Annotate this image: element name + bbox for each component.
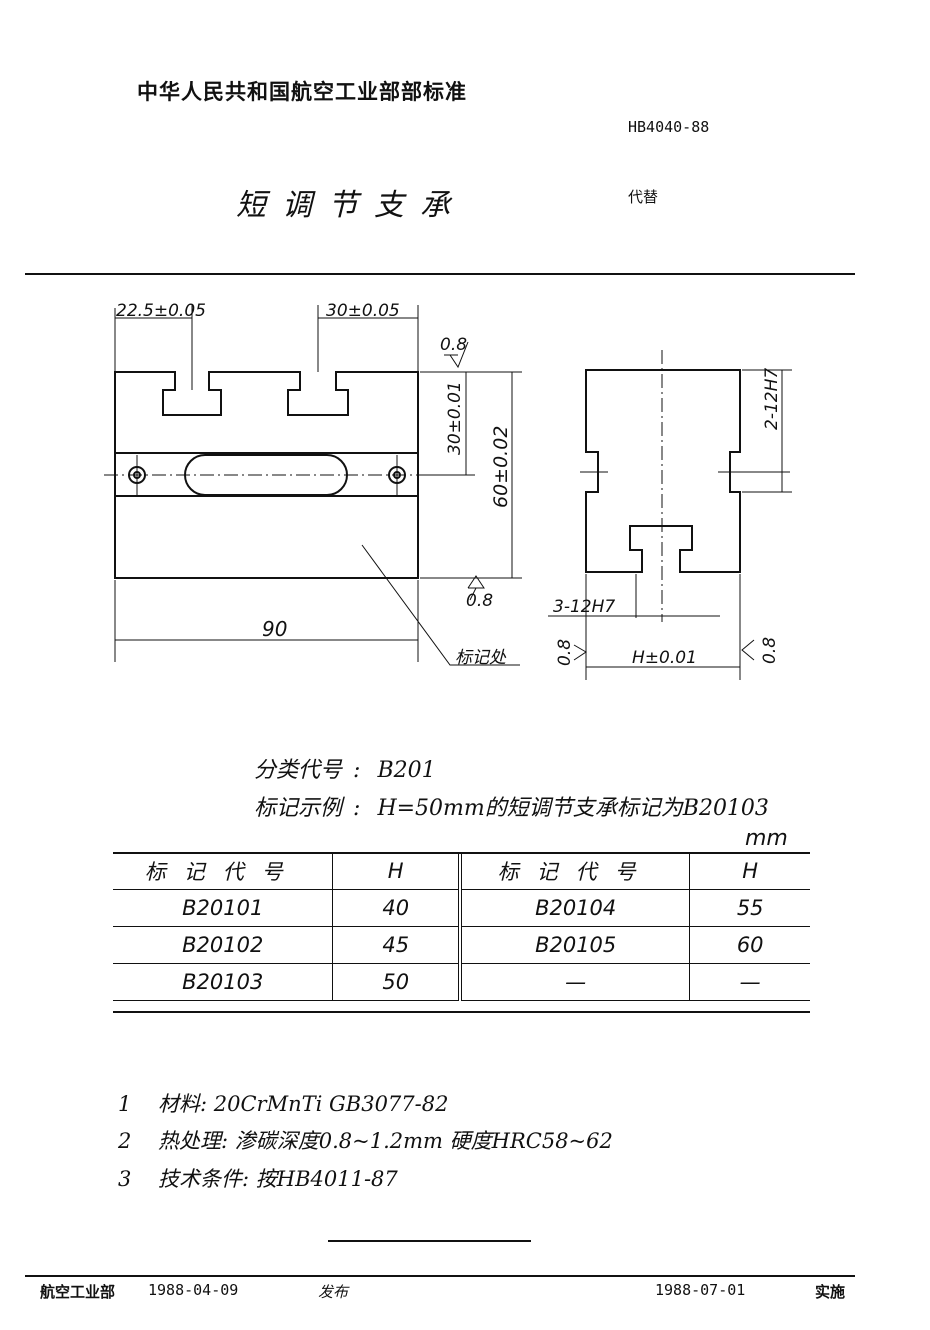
note-item: 1 材料: 20CrMnTi GB3077-82 (118, 1088, 448, 1118)
col-header-h: H (689, 853, 810, 890)
table-row: B20102 45 B20105 60 (113, 926, 810, 964)
dim-width: 90 (262, 617, 287, 641)
cell-mark: B20105 (459, 926, 691, 964)
header-rule (25, 273, 855, 275)
replaces-label: 代替 (628, 188, 659, 206)
unit-label: mm (745, 826, 788, 851)
note-item: 2 热处理: 渗碳深度0.8~1.2mm 硬度HRC58~62 (118, 1125, 613, 1155)
table-row: B20103 50 — — (113, 963, 810, 1001)
side-dimensions (548, 350, 792, 680)
dim-total-height: 60±0.02 (490, 426, 512, 508)
rough-bottom-value: 0.8 (466, 591, 493, 611)
note-item: 3 技术条件: 按HB4011-87 (118, 1163, 398, 1193)
dim-h: H±0.01 (632, 648, 697, 668)
cell-mark: B20102 (113, 926, 334, 964)
note-number: 2 (118, 1129, 132, 1153)
cell-h: 55 (689, 889, 810, 927)
dim-slot-height: 30±0.01 (445, 381, 465, 455)
marking-label: 标记示例 (254, 796, 343, 821)
cell-h: 60 (689, 926, 810, 964)
rough-right-value: 0.8 (760, 637, 780, 664)
end-rule (328, 1240, 531, 1242)
rough-left-value: 0.8 (555, 639, 575, 666)
col-header-mark: 标记代号 (459, 853, 691, 890)
document-title: 短调节支承 (236, 188, 466, 223)
side-view (585, 369, 741, 573)
table-bottom-rule (113, 1011, 810, 1013)
technical-drawing: 22.5±0.05 30±0.05 0.8 0.8 90 标记处 30±0.01… (104, 301, 792, 680)
rough-top-value: 0.8 (440, 335, 467, 355)
footer-effective-date: 1988-07-01 (655, 1281, 746, 1299)
bottom-hole-spec: 3-12H7 (553, 597, 615, 617)
table-row: B20101 40 B20104 55 (113, 889, 810, 927)
note-number: 1 (118, 1092, 132, 1116)
classification-label: 分类代号 (254, 758, 343, 783)
cell-h: 40 (332, 889, 462, 927)
classification-value: B201 (377, 758, 436, 783)
front-dimensions (104, 305, 522, 666)
table-header-row: 标记代号 H 标记代号 H (113, 853, 810, 890)
footer-issue-label: 发布 (318, 1283, 349, 1301)
standard-code: HB4040-88 (628, 118, 710, 136)
mark-location-note: 标记处 (455, 648, 507, 668)
cell-mark: B20104 (459, 889, 691, 927)
side-outline (585, 369, 741, 573)
footer-effective-label: 实施 (815, 1283, 846, 1301)
cell-mark: B20101 (113, 889, 334, 927)
note-number: 3 (118, 1167, 132, 1191)
col-header-h: H (332, 853, 462, 890)
note-text: 技术条件: 按HB4011-87 (158, 1167, 398, 1191)
standard-organization: 中华人民共和国航空工业部部标准 (137, 80, 467, 104)
dim-left-offset: 22.5±0.05 (116, 301, 206, 321)
marking-example-line: 标记示例 : H=50mm的短调节支承标记为B20103 (254, 790, 769, 822)
dim-right-offset: 30±0.05 (326, 301, 400, 321)
footer-issuer: 航空工业部 (40, 1283, 116, 1301)
note-text: 材料: 20CrMnTi GB3077-82 (158, 1092, 449, 1116)
note-text: 热处理: 渗碳深度0.8~1.2mm 硬度HRC58~62 (158, 1129, 613, 1153)
cell-h: 45 (332, 926, 462, 964)
cell-h: — (689, 963, 810, 1001)
marking-sep: : (353, 796, 361, 821)
col-header-mark: 标记代号 (113, 853, 334, 890)
front-outline (114, 371, 419, 579)
side-hole-spec: 2-12H7 (762, 368, 782, 430)
classification-line: 分类代号 : B201 (254, 752, 436, 784)
footer-rule (25, 1275, 855, 1277)
cell-mark: — (459, 963, 691, 1001)
cell-h: 50 (332, 963, 462, 1001)
footer-issue-date: 1988-04-09 (148, 1281, 239, 1299)
classification-sep: : (353, 758, 361, 783)
cell-mark: B20103 (113, 963, 334, 1001)
marking-value: H=50mm的短调节支承标记为B20103 (377, 796, 769, 821)
size-table: 标记代号 H 标记代号 H B20101 40 B20104 55 B20102… (113, 853, 810, 1001)
